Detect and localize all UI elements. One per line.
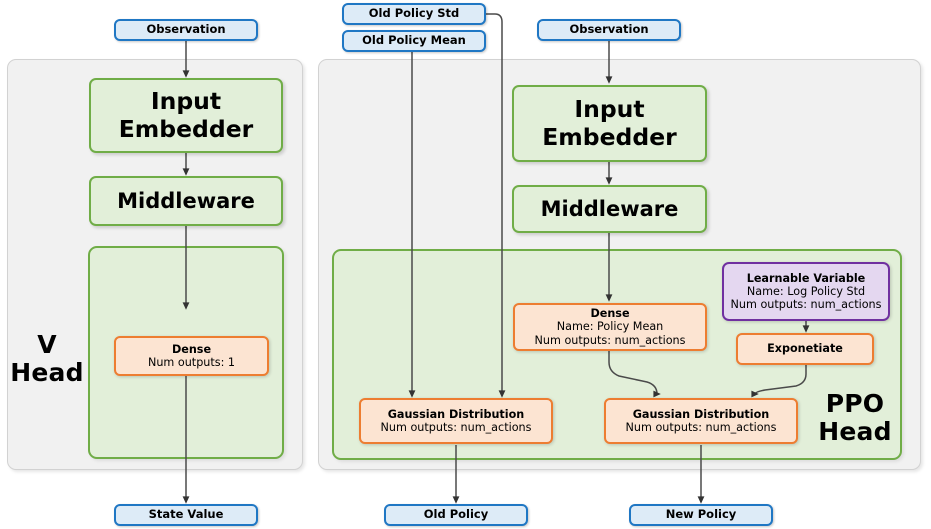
input-observation-v-label: Observation — [146, 22, 226, 37]
ppo-input-embedder-label: Input Embedder — [542, 94, 677, 151]
v-head-title: V Head — [8, 331, 86, 387]
ppo-middleware-box[interactable]: Middleware — [512, 185, 707, 233]
v-head-title-line2: Head — [10, 358, 84, 387]
ppo-dense-title: Dense — [590, 307, 630, 321]
output-new-policy[interactable]: New Policy — [629, 504, 773, 526]
v-input-embedder-box[interactable]: Input Embedder — [89, 78, 283, 153]
gaussian-distribution-new-box[interactable]: Gaussian Distribution Num outputs: num_a… — [604, 398, 798, 444]
learnable-variable-num-outputs: Num outputs: num_actions — [730, 298, 882, 312]
input-old-policy-std[interactable]: Old Policy Std — [342, 3, 486, 25]
input-observation-v[interactable]: Observation — [114, 19, 258, 41]
ppo-head-title-line2: Head — [818, 417, 892, 446]
v-head-title-line1: V — [37, 330, 57, 359]
output-old-policy-label: Old Policy — [423, 507, 489, 522]
v-middleware-label: Middleware — [117, 188, 255, 213]
ppo-dense-policy-mean-box[interactable]: Dense Name: Policy Mean Num outputs: num… — [513, 303, 707, 351]
input-old-policy-std-label: Old Policy Std — [368, 6, 460, 21]
exponetiate-box[interactable]: Exponetiate — [736, 333, 874, 365]
output-old-policy[interactable]: Old Policy — [384, 504, 528, 526]
ppo-head-title: PPO Head — [815, 390, 895, 446]
output-state-value-label: State Value — [148, 507, 224, 522]
ppo-middleware-label: Middleware — [540, 196, 679, 221]
v-input-embedder-label: Input Embedder — [118, 86, 254, 143]
input-observation-ppo-label: Observation — [569, 22, 649, 37]
v-dense-box[interactable]: Dense Num outputs: 1 — [114, 336, 269, 376]
v-middleware-box[interactable]: Middleware — [89, 176, 283, 226]
learnable-variable-name: Name: Log Policy Std — [746, 284, 866, 298]
learnable-variable-title: Learnable Variable — [746, 271, 866, 285]
input-observation-ppo[interactable]: Observation — [537, 19, 681, 41]
learnable-variable-box[interactable]: Learnable Variable Name: Log Policy Std … — [722, 262, 890, 321]
output-state-value[interactable]: State Value — [114, 504, 258, 526]
gaussian-old-num-outputs: Num outputs: num_actions — [380, 421, 532, 434]
ppo-head-title-line1: PPO — [825, 389, 885, 418]
ppo-dense-name: Name: Policy Mean — [556, 320, 664, 334]
gaussian-old-title: Gaussian Distribution — [387, 407, 525, 421]
input-old-policy-mean-label: Old Policy Mean — [362, 33, 466, 48]
input-old-policy-mean[interactable]: Old Policy Mean — [342, 30, 486, 52]
ppo-dense-num-outputs: Num outputs: num_actions — [534, 333, 686, 347]
output-new-policy-label: New Policy — [665, 507, 737, 522]
gaussian-new-num-outputs: Num outputs: num_actions — [625, 421, 777, 434]
ppo-input-embedder-box[interactable]: Input Embedder — [512, 85, 707, 162]
gaussian-new-title: Gaussian Distribution — [632, 407, 770, 421]
gaussian-distribution-old-box[interactable]: Gaussian Distribution Num outputs: num_a… — [359, 398, 553, 444]
v-dense-num-outputs: Num outputs: 1 — [147, 356, 236, 369]
exponetiate-label: Exponetiate — [767, 342, 843, 356]
v-dense-title: Dense — [171, 342, 212, 356]
